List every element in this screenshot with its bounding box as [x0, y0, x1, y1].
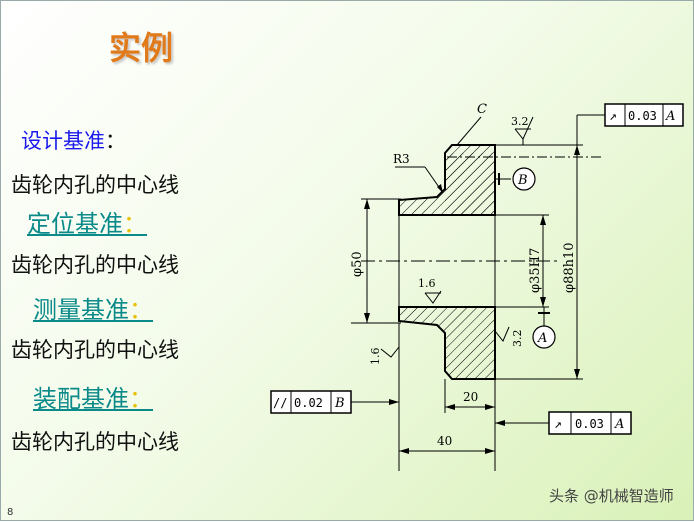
measuring-datum-heading[interactable]: 测量基准： — [33, 290, 153, 325]
svg-text:A: A — [665, 109, 675, 124]
dim-phi88h10: φ88h10 — [562, 242, 577, 293]
design-datum-heading: 设计基准： — [21, 125, 126, 155]
runout-icon: ↗ — [554, 417, 562, 432]
watermark: 头条 @机械智造师 — [549, 487, 674, 505]
design-datum-label: 设计基准 — [21, 129, 105, 153]
dim-20: 20 — [463, 390, 478, 404]
design-datum-text: 齿轮内孔的中心线 — [11, 173, 179, 197]
radius-label: R3 — [393, 152, 410, 166]
fcf-right: ↗ 0.03 A — [548, 411, 632, 435]
roughness-bore: 1.6 — [418, 277, 436, 290]
page-number: 8 — [7, 507, 14, 518]
assembly-datum-colon: ： — [129, 385, 153, 413]
measuring-datum-colon: ： — [129, 296, 153, 324]
roughness-side-left: 1.6 — [369, 348, 382, 366]
locating-datum-colon: ： — [123, 210, 147, 238]
measuring-datum-label[interactable]: 测量基准 — [33, 296, 129, 324]
assembly-datum-label[interactable]: 装配基准 — [33, 385, 129, 413]
design-datum-colon: ： — [105, 129, 126, 153]
svg-text:A: A — [614, 417, 624, 432]
section-lower — [398, 306, 496, 380]
measuring-datum-text: 齿轮内孔的中心线 — [11, 338, 179, 362]
fcf-left: // 0.02 B — [270, 390, 352, 414]
dim-phi35h7: φ35H7 — [528, 248, 543, 293]
assembly-datum-text: 齿轮内孔的中心线 — [11, 430, 179, 454]
locating-datum-label[interactable]: 定位基准 — [27, 210, 123, 238]
datum-b: B — [517, 173, 528, 188]
svg-text:0.03: 0.03 — [628, 109, 657, 123]
runout-icon: ↗ — [609, 109, 617, 124]
assembly-datum-heading[interactable]: 装配基准： — [33, 379, 153, 414]
fcf-top: ↗ 0.03 A — [604, 103, 684, 127]
roughness-top: 3.2 — [511, 115, 529, 128]
slide-title: 实例 — [109, 29, 174, 67]
chamfer-label: C — [477, 102, 487, 117]
section-upper — [398, 144, 496, 216]
svg-text:B: B — [334, 396, 345, 411]
parallelism-icon: // — [273, 396, 287, 410]
svg-text:0.03: 0.03 — [575, 417, 604, 431]
datum-a: A — [537, 331, 547, 346]
roughness-side-right: 3.2 — [511, 330, 524, 348]
svg-text:0.02: 0.02 — [294, 396, 323, 410]
dim-40: 40 — [437, 434, 452, 448]
locating-datum-text: 齿轮内孔的中心线 — [11, 253, 179, 277]
locating-datum-heading[interactable]: 定位基准： — [27, 204, 147, 239]
dim-phi50: φ50 — [350, 251, 365, 277]
